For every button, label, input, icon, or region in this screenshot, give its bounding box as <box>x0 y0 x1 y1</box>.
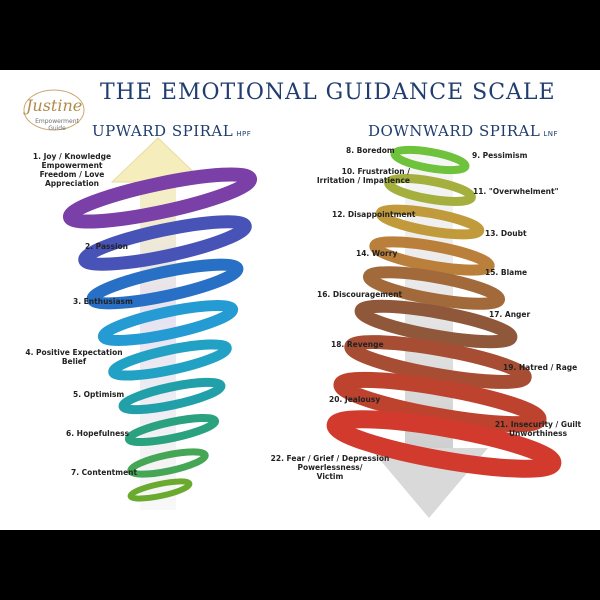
upward-coil <box>124 413 220 447</box>
brand-logo: Justine Empowerment Guide <box>16 84 86 136</box>
downward-coil <box>390 145 470 175</box>
downward-coil <box>344 335 532 389</box>
upward-level-3: 3. Enthusiasm <box>73 297 133 306</box>
upward-coil <box>78 215 252 271</box>
guidance-scale-poster: Justine Empowerment Guide THE EMOTIONAL … <box>0 70 600 530</box>
logo-tagline: Empowerment Guide <box>35 118 79 132</box>
downward-coil <box>375 204 485 240</box>
downward-spiral-coils <box>326 145 562 478</box>
upward-level-2: 2. Passion <box>85 242 129 251</box>
downward-coil <box>369 236 495 276</box>
downward-level-22: 22. Fear / Grief / Depression Powerlessn… <box>270 454 390 481</box>
downward-coil <box>362 266 506 310</box>
downward-level-12: 12. Disappointment <box>332 210 416 219</box>
upward-level-1: 1. Joy / Knowledge Empowerment Freedom /… <box>32 152 112 188</box>
downward-coil <box>354 299 518 349</box>
downward-level-10: 10. Frustration / Irritation / Impatienc… <box>316 167 410 185</box>
downward-coil <box>333 371 547 433</box>
upward-coil <box>62 167 258 229</box>
upward-level-7: 7. Contentment <box>71 468 138 477</box>
upward-coil <box>127 448 209 478</box>
upward-tag: HPF <box>236 130 252 138</box>
upward-level-5: 5. Optimism <box>73 390 125 399</box>
downward-heading-text: DOWNWARD SPIRAL <box>368 122 541 140</box>
upward-spiral-coils <box>62 167 258 502</box>
upward-coil <box>118 377 226 415</box>
downward-level-15: 15. Blame <box>485 268 528 277</box>
downward-level-11: 11. "Overwhelment" <box>473 187 559 196</box>
upward-coil <box>86 258 244 310</box>
page-title: THE EMOTIONAL GUIDANCE SCALE <box>100 80 556 105</box>
downward-coil <box>326 410 562 478</box>
downward-level-21: 21. Insecurity / Guilt Unworthiness <box>494 420 582 438</box>
downward-level-20: 20. Jealousy <box>329 395 381 404</box>
downward-tag: LNF <box>543 130 559 138</box>
downward-level-9: 9. Pessimism <box>472 151 528 160</box>
downward-level-8: 8. Boredom <box>346 146 395 155</box>
spiral-artwork <box>62 137 562 518</box>
upward-coil <box>97 300 239 346</box>
downward-level-17: 17. Anger <box>489 310 531 319</box>
logo-swirl <box>23 89 85 131</box>
downward-level-13: 13. Doubt <box>485 229 527 238</box>
upward-heading-text: UPWARD SPIRAL <box>92 122 234 140</box>
upward-coil <box>127 478 193 502</box>
downward-level-14: 14. Worry <box>356 249 398 258</box>
downward-level-19: 19. Hatred / Rage <box>503 363 578 372</box>
downward-coil <box>384 174 476 206</box>
logo-script: Justine <box>26 96 83 115</box>
upward-level-6: 6. Hopefulness <box>66 429 130 438</box>
downward-level-16: 16. Discouragement <box>317 290 403 299</box>
downward-level-18: 18. Revenge <box>331 340 384 349</box>
upward-coil <box>108 339 232 381</box>
upward-level-4: 4. Positive Expectation Belief <box>25 348 123 366</box>
